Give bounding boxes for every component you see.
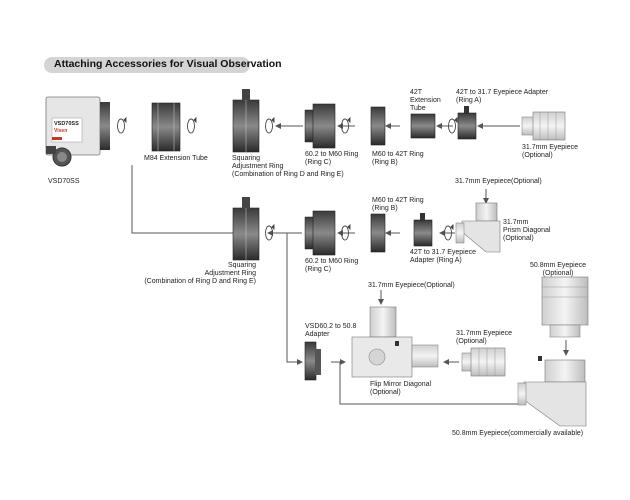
- diagonal-508-part: [517, 359, 587, 427]
- eyepiece-508-part: [538, 276, 589, 361]
- squaring-ring-part: [232, 197, 260, 261]
- vsd-adapter-part: [304, 341, 321, 381]
- rotate-arrow-icon: [448, 116, 458, 134]
- rotation-symbols: [117, 116, 458, 241]
- diagonal-508-label: 50.8mm Eyepiece(commercially available): [452, 430, 584, 437]
- squaring-ring-part: [232, 89, 260, 153]
- camera-body: [45, 96, 110, 167]
- eyepiece-adapter-label: 42T to 31.7 Eyepiece Adapter (Ring A): [456, 89, 549, 104]
- vsd-adapter-label: VSD60.2 to 50.8 Adapter: [305, 323, 357, 338]
- m84-extension-tube-part: [151, 102, 181, 152]
- eyepiece-adapter-label: 42T to 31.7 Eyepiece Adapter (Ring A): [410, 249, 477, 264]
- rotate-arrow-icon: [117, 116, 127, 134]
- extension-tube-42t-label: 42T Extension Tube: [410, 89, 441, 112]
- squaring-ring-label: Squaring Adjustment Ring (Combination of…: [232, 155, 344, 178]
- flip-mirror-diagonal-part: [351, 306, 439, 378]
- section-title: Attaching Accessories for Visual Observa…: [54, 58, 282, 70]
- eyepiece-label: 31.7mm Eyepiece(Optional): [455, 178, 542, 185]
- ring-b-label: M60 to 42T Ring (Ring B): [372, 151, 424, 166]
- rotate-arrow-icon: [341, 116, 351, 134]
- prism-diagonal-label: 31.7mm Prism Diagonal (Optional): [503, 219, 551, 242]
- ring-b-label: M60 to 42T Ring (Ring B): [372, 197, 424, 212]
- eyepiece-317-part: [461, 347, 506, 377]
- ring-c-label: 60.2 to M60 Ring (Ring C): [305, 258, 359, 273]
- camera-model-text: VSD70SS: [54, 121, 79, 127]
- ring-c-part: [304, 210, 336, 256]
- extension-tube-42t-part: [410, 113, 436, 139]
- eyepiece-label: 31.7mm Eyepiece (Optional): [522, 144, 579, 159]
- connector-line: [339, 362, 522, 405]
- eyepiece-adapter-part: [457, 106, 477, 140]
- eyepiece-label: 31.7mm Eyepiece(Optional): [368, 282, 455, 289]
- prism-diagonal-part: [455, 202, 501, 253]
- ring-c-label: 60.2 to M60 Ring (Ring C): [305, 151, 359, 166]
- ring-b-part: [370, 106, 386, 146]
- rotate-arrow-icon: [341, 223, 351, 241]
- camera-label: VSD70SS: [48, 178, 80, 185]
- eyepiece-adapter-part: [413, 213, 433, 247]
- arrows: [267, 123, 569, 365]
- rotate-arrow-icon: [444, 223, 454, 241]
- camera-brand-text: Vixen: [54, 128, 68, 134]
- rotate-arrow-icon: [265, 223, 275, 241]
- m84-extension-tube-label: M84 Extension Tube: [144, 155, 208, 162]
- eyepiece-label: 31.7mm Eyepiece (Optional): [456, 330, 513, 345]
- squaring-ring-label: Squaring Adjustment Ring (Combination of…: [144, 262, 256, 285]
- section-title-badge: Attaching Accessories for Visual Observa…: [44, 57, 282, 73]
- connector-line: [286, 233, 303, 365]
- rotate-arrow-icon: [187, 116, 197, 134]
- ring-c-part: [304, 103, 336, 149]
- eyepiece-508-label: 50.8mm Eyepiece (Optional): [529, 262, 587, 277]
- ring-b-part: [370, 213, 386, 253]
- flip-mirror-label: Flip Mirror Diagonal (Optional): [370, 381, 432, 396]
- connector-line: [131, 165, 240, 234]
- rotate-arrow-icon: [265, 116, 275, 134]
- eyepiece-317-part: [521, 111, 566, 141]
